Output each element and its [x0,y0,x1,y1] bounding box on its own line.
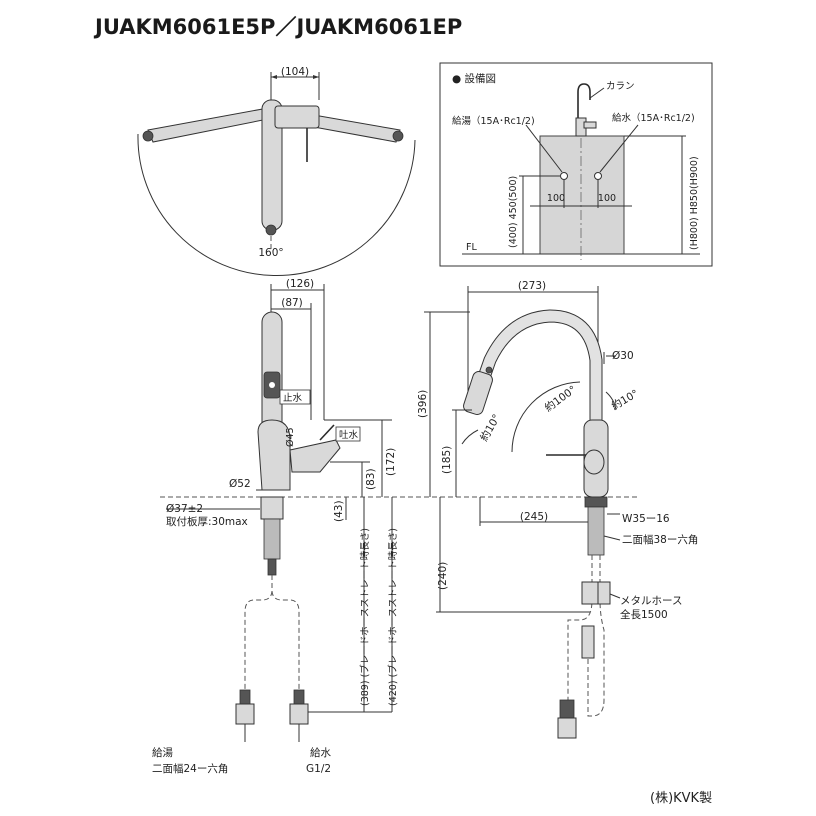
dim-172-label: (172) [385,448,397,476]
left-vertical-dim: (400) 450(500) [508,176,519,248]
cabinet [539,135,625,255]
faucet-base [257,419,291,491]
pull-out-head [463,370,493,416]
gooseneck [470,310,602,420]
hose-389-label: (389) (ブレードホースストレート時長さ) [359,528,371,706]
dim-100-left: 100 [547,193,565,204]
front-view: (126) (87) 止水 吐水 Ø45 Ø52 (172) (83) (43)… [152,278,640,775]
side-nut [584,496,608,508]
install-heading: ● 設備図 [452,72,496,85]
angle-10-left-label: 約10° [477,412,503,444]
cold-label: 給水 [310,746,331,759]
metal-hose-label: メタルホース [620,595,682,607]
hot-supply-label: 給湯（15A･Rc1/2) [452,115,535,127]
side-fitting [557,717,577,739]
top-view: (104) 160° [137,66,416,277]
cold-supply-label: 給水（15A･Rc1/2) [612,112,695,124]
mount-thickness-label: 取付板厚:30max [166,515,248,528]
hot-hex-label: 二面幅24ー六角 [152,762,228,775]
quick-connector [581,625,595,659]
karan-label: カラン [606,81,635,92]
spout-end-right [392,130,404,142]
metal-hose [587,555,605,717]
maker-label: (株)KVK製 [650,791,712,806]
dim-245-label: (245) [520,511,548,523]
lever-handle [289,439,341,473]
dim-396-label: (396) [417,390,429,418]
phi30-label: Ø30 [612,350,634,362]
dim-273-label: (273) [518,280,546,292]
mount-shank [263,518,281,560]
dim-185-label: (185) [441,446,453,474]
right-vertical-dim: (H800) H850(H900) [689,156,700,250]
angle-160-label: 160° [258,247,283,259]
dim-104-label: (104) [281,66,309,78]
dim-240-label: (240) [437,562,449,590]
dim-43-label: (43) [333,500,345,522]
cold-thread-label: G1/2 [306,763,331,775]
angle-100-label: 約100° [542,383,579,415]
page-title: JUAKM6061E5P／JUAKM6061EP [93,15,462,39]
install-diagram: ● 設備図 カラン 給湯（15A･Rc1/2) 給水（15A･Rc1/2) 10… [439,62,713,267]
thread-w35-label: W35ー16 [622,513,670,525]
hex-38-label: 二面幅38ー六角 [622,533,698,546]
metal-hose-length-label: 全長1500 [620,608,668,621]
karan-faucet [577,83,591,136]
side-view: (273) Ø30 約100° 約10° 約10° (396) (185) (2… [417,280,698,739]
phi45-label: Ø45 [285,427,296,447]
gooseneck-outline [469,309,603,420]
dim-83-label: (83) [365,468,377,490]
spout-end-left [142,130,154,142]
fl-label: FL [466,242,477,253]
install-frame [439,62,713,267]
hot-label: 給湯 [152,746,173,759]
hose-joint [581,581,599,605]
dim-126-label: (126) [286,278,314,290]
cold-fitting [289,703,309,725]
stop-water-label: 止水 [283,392,303,404]
hot-hose [244,575,273,690]
cold-hose [271,575,300,690]
handle-body [274,105,320,129]
swing-arc [137,133,416,277]
dim-87-label: (87) [281,297,303,309]
angle-10-right-label: 約10° [609,387,641,413]
side-shank [587,506,605,556]
hot-fitting [235,703,255,725]
spout-arm-left [147,107,274,143]
spout-water-label: 吐水 [339,429,359,441]
spout-end-center [265,224,277,236]
hose-420-label: (420) (ブレードホースストレート時長さ) [387,528,399,706]
dim-100-right: 100 [598,193,616,204]
phi52-label: Ø52 [229,478,251,490]
